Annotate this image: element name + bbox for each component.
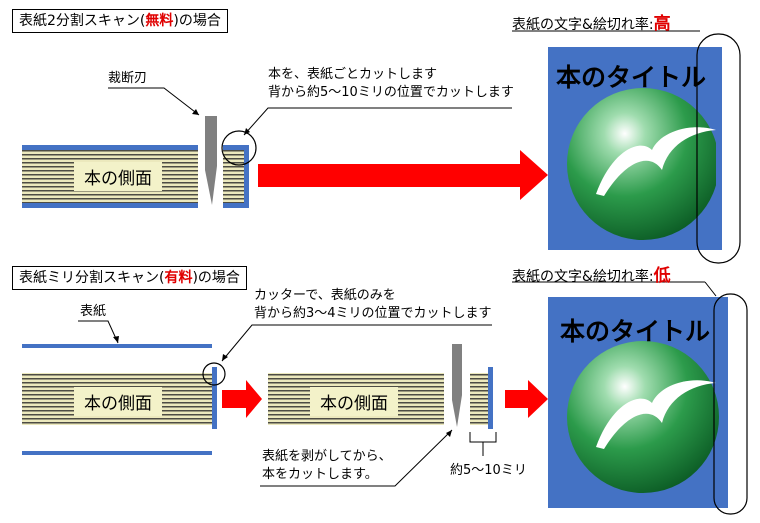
cut-zone-oval-1 <box>696 33 741 264</box>
cover-sheet-top <box>22 344 212 348</box>
cover-2 <box>548 297 728 508</box>
section2-rate-value: 低 <box>653 266 671 286</box>
peel-note-line1: 表紙を剥がしてから、 <box>262 449 392 464</box>
blade-shape <box>205 116 217 205</box>
cutter-highlight-circle <box>202 362 226 386</box>
section1-title-suffix: )の場合 <box>173 13 221 29</box>
cut-strip-2 <box>470 367 493 429</box>
peel-note-line2: 本をカットします。 <box>262 467 378 482</box>
section2-title-highlight: 有料 <box>164 270 193 286</box>
cover-label: 表紙 <box>80 304 107 319</box>
cutter-note-line2: 背から約3〜4ミリの位置でカットします <box>254 306 492 321</box>
blade-pointer-line <box>108 87 200 116</box>
section1-title: 表紙2分割スキャン(無料)の場合 <box>12 9 228 33</box>
book-side-label-1: 本の側面 <box>74 162 162 191</box>
cut-highlight-circle <box>221 130 257 166</box>
book-side-label-3: 本の側面 <box>310 387 398 416</box>
cutter-note-line1: カッターで、表紙のみを <box>254 288 396 303</box>
cover-pointer-line <box>78 320 119 344</box>
book-side-label-2: 本の側面 <box>74 387 162 416</box>
cutter-note-pointer <box>221 324 492 362</box>
section2-title-suffix: )の場合 <box>192 270 240 286</box>
cut-note-line2: 背から約5〜10ミリの位置でカットします <box>268 85 514 100</box>
section2-title-prefix: 表紙ミリ分割スキャン( <box>19 270 165 286</box>
section1-rate-value: 高 <box>653 14 671 34</box>
cover-sheet-bottom <box>22 451 212 455</box>
section2-rate-label: 表紙の文字&絵切れ率: <box>512 269 654 285</box>
section1-rate: 表紙の文字&絵切れ率:高 <box>512 9 671 34</box>
red-arrow-3 <box>505 380 548 418</box>
red-arrow-2 <box>222 380 262 418</box>
section1-rate-label: 表紙の文字&絵切れ率: <box>512 17 654 33</box>
blade-label: 裁断刃 <box>108 71 148 86</box>
cut-note-pointer <box>243 107 512 136</box>
peel-note-pointer <box>260 429 453 487</box>
book-stack-1 <box>22 145 198 208</box>
blade-shape-2 <box>452 344 462 427</box>
dimension-bracket <box>469 432 497 443</box>
section2-rate: 表紙の文字&絵切れ率:低 <box>512 261 671 286</box>
section1-title-highlight: 無料 <box>145 13 174 29</box>
cut-note-line1: 本を、表紙ごとカットします <box>268 67 438 82</box>
cover-title-2: 本のタイトル <box>560 317 711 346</box>
section1-title-prefix: 表紙2分割スキャン( <box>19 13 146 29</box>
section2-title: 表紙ミリ分割スキャン(有料)の場合 <box>12 266 247 290</box>
red-arrow-1 <box>258 150 548 200</box>
cut-zone-oval-2 <box>713 293 748 515</box>
cover-1 <box>548 47 722 250</box>
dimension-label: 約5〜10ミリ <box>450 463 527 478</box>
cover-title-1: 本のタイトル <box>556 63 707 92</box>
cut-strip-1 <box>223 145 249 208</box>
